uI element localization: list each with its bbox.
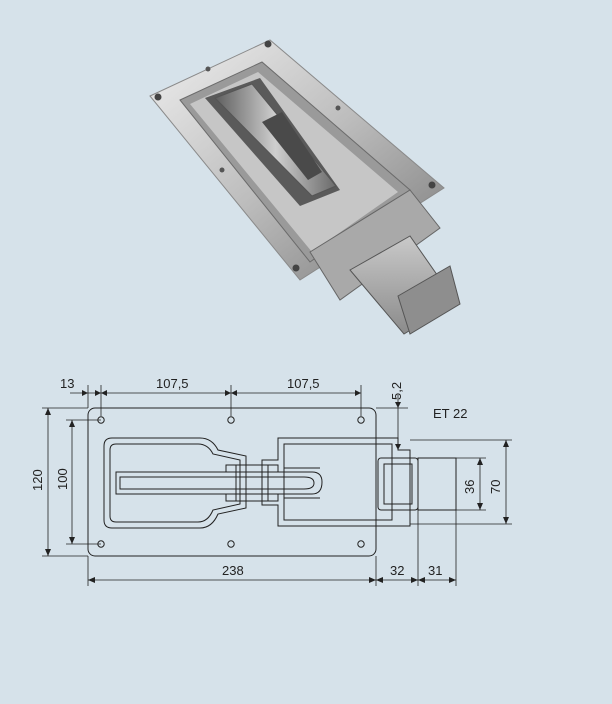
dim-height-outer: 120 — [30, 469, 45, 491]
bolt-housing — [261, 437, 411, 527]
drawing-code: ET 22 — [433, 406, 467, 421]
dim-height-inner: 100 — [55, 468, 70, 490]
product-photo — [149, 39, 461, 335]
handle-pan — [103, 437, 247, 529]
plate-outline — [87, 407, 377, 557]
dim-hole-spacing-left: 107,5 — [156, 376, 189, 391]
dim-length-bolt-2: 31 — [428, 563, 442, 578]
dim-bolt-inner: 36 — [462, 480, 477, 494]
dim-edge-hole: 13 — [60, 376, 74, 391]
handle-lever — [115, 464, 323, 502]
dim-length-bolt-1: 32 — [390, 563, 404, 578]
dim-offset-top: 5,2 — [389, 382, 404, 400]
dim-hole-spacing-right: 107,5 — [287, 376, 320, 391]
bolt — [377, 457, 457, 511]
dim-length-plate: 238 — [222, 563, 244, 578]
dimension-lines — [42, 385, 512, 586]
dim-bolt-outer: 70 — [488, 480, 503, 494]
